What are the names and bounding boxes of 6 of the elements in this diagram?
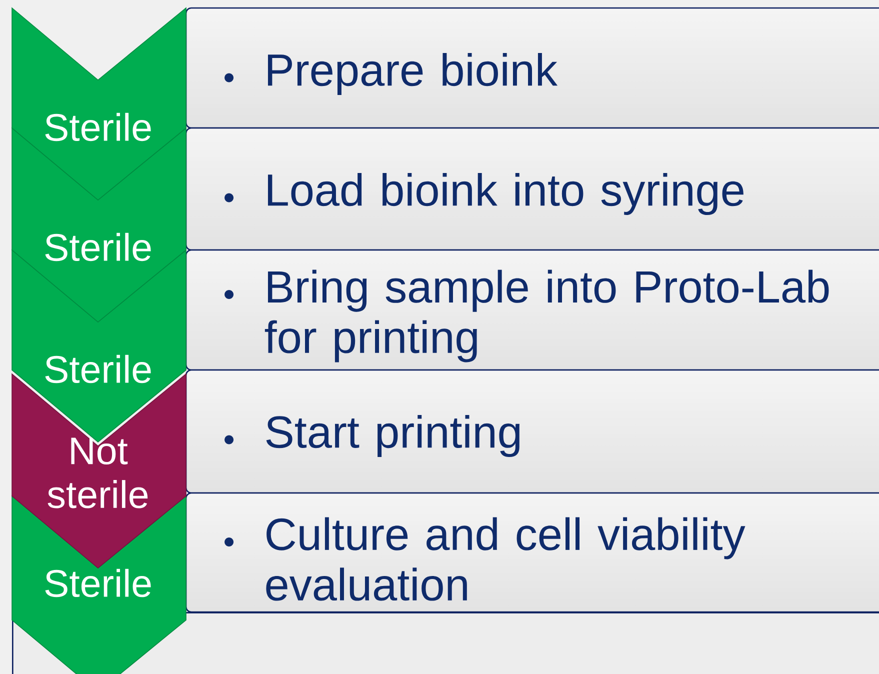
step-box: Prepare bioink bbox=[185, 7, 879, 129]
step-box: Load bioink into syringe bbox=[185, 127, 879, 251]
step-box: Bring sample into Proto-Lab for printing bbox=[185, 249, 879, 371]
step-box: Culture and cell viability evaluation bbox=[185, 492, 879, 613]
step-box: Start printing bbox=[185, 369, 879, 494]
status-tag: Sterile bbox=[12, 7, 186, 201]
